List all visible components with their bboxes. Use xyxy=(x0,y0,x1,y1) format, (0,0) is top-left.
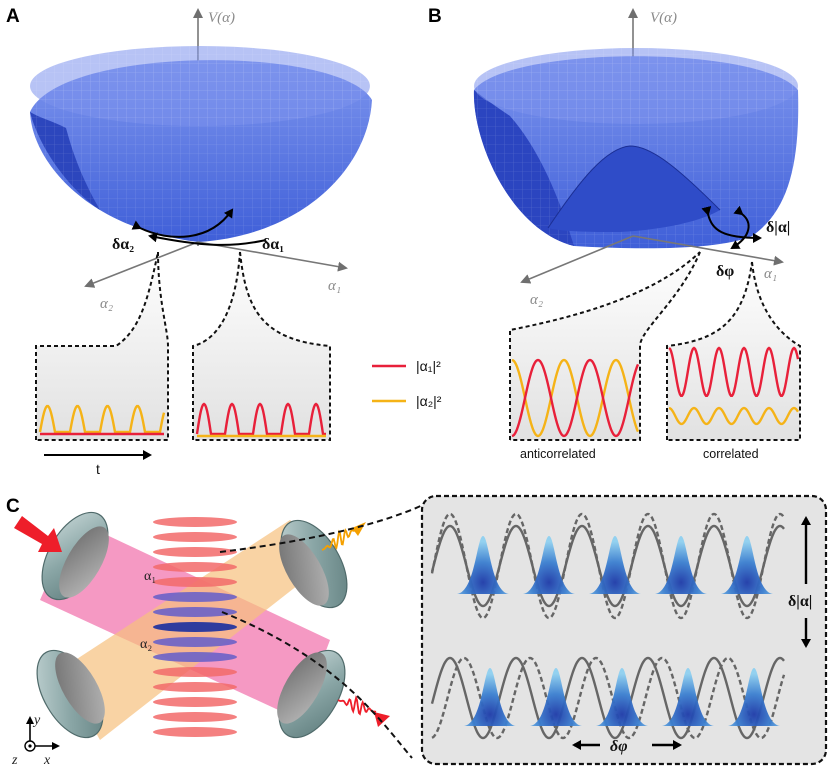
anticorrelated-label: anticorrelated xyxy=(520,447,596,461)
panel-a-letter: A xyxy=(6,6,20,27)
mirror-bottom-left xyxy=(36,649,105,739)
lattice-site xyxy=(153,592,237,602)
delta-amp-arrow xyxy=(730,205,750,250)
potential-curve-dashed xyxy=(430,512,786,620)
potential-mexican-hat xyxy=(473,48,799,249)
legend-label-alpha1: |α₁|² xyxy=(416,358,441,374)
panel-b: B V(α) α₂ α₁ δ|α| δφ anticorrelate xyxy=(428,6,801,461)
axis-y-label: y xyxy=(32,713,41,728)
legend-label-alpha2: |α₂|² xyxy=(416,393,442,409)
delta-alpha2-label: δα₂ xyxy=(112,236,134,253)
v-axis-label-b: V(α) xyxy=(650,10,677,26)
zoom-box-a-left xyxy=(35,251,169,441)
alpha2-label-b: α₂ xyxy=(530,292,543,308)
lattice-site xyxy=(153,712,237,722)
alpha1-label-a: α₁ xyxy=(328,278,341,294)
coordinate-axes: y x z xyxy=(11,713,60,768)
mirror-top-left xyxy=(41,511,109,601)
lattice-site xyxy=(153,547,237,557)
lattice-site xyxy=(153,727,237,737)
alpha2-axis-b xyxy=(520,235,634,284)
panel-a: A V(α) α₂ α₁ δα₂ δα₁ xyxy=(6,6,372,477)
time-label: t xyxy=(96,461,100,477)
lattice-inset: δ|α| δφ xyxy=(420,494,828,766)
lattice-site xyxy=(153,517,237,527)
series-alpha1-correlated xyxy=(668,346,800,397)
atom-wavepacket xyxy=(596,668,648,726)
alpha2-label-a: α₂ xyxy=(100,296,113,312)
atom-wavepacket xyxy=(721,536,773,594)
atom-wavepacket xyxy=(464,668,516,726)
atom-wavepacket xyxy=(728,668,780,726)
correlated-label: correlated xyxy=(703,447,759,461)
zoom-box-b-right xyxy=(666,261,801,441)
atom-wavepacket xyxy=(589,536,641,594)
inset-amplitude-row xyxy=(430,512,786,620)
delta-amp-label-b: δ|α| xyxy=(766,219,790,236)
series-alpha2-wave-a xyxy=(38,404,166,434)
lattice-site xyxy=(153,562,237,572)
delta-alpha1-label: δα₁ xyxy=(262,236,284,253)
panel-b-letter: B xyxy=(428,6,442,27)
alpha2-axis-a xyxy=(84,241,199,288)
lattice-site xyxy=(153,667,237,677)
alpha1-label-b: α₁ xyxy=(764,266,777,282)
atom-wavepacket xyxy=(655,536,707,594)
potential-curve-solid xyxy=(430,656,785,740)
atom-wavepacket xyxy=(530,668,582,726)
inset-delta-phi-label: δφ xyxy=(610,738,628,755)
inset-delta-amp-label: δ|α| xyxy=(788,593,812,610)
v-axis-label: V(α) xyxy=(208,10,235,26)
panel-c: C α₁ α₂ xyxy=(6,494,828,768)
lattice-site xyxy=(153,637,237,647)
lattice-site xyxy=(153,622,237,632)
atom-wavepacket xyxy=(457,536,509,594)
delta-alpha-arrow-2 xyxy=(148,232,267,246)
pump-arrow xyxy=(14,516,62,552)
potential-bowl-a xyxy=(30,46,372,242)
lattice-site xyxy=(153,532,237,542)
potential-curve-solid xyxy=(430,524,785,608)
optical-lattice xyxy=(153,517,237,737)
series-alpha1-wave-a xyxy=(195,402,326,436)
series-alpha1-anticorrelated xyxy=(511,358,640,438)
legend: |α₁|² |α₂|² xyxy=(372,358,442,409)
atom-wavepacket xyxy=(523,536,575,594)
axis-x-label: x xyxy=(43,753,51,768)
panel-c-letter: C xyxy=(6,496,20,517)
series-alpha2-correlated xyxy=(668,406,799,426)
series-alpha2-anticorrelated xyxy=(511,358,640,438)
cavity2-label: α₂ xyxy=(140,637,152,652)
atom-wavepacket xyxy=(662,668,714,726)
lattice-site xyxy=(153,652,237,662)
delta-alpha-arrow-1 xyxy=(131,208,234,238)
lattice-site xyxy=(153,697,237,707)
delta-phi-arrow xyxy=(701,205,762,243)
alpha1-axis-a xyxy=(197,241,348,272)
alpha1-axis-b xyxy=(632,235,784,266)
cavity1-label: α₁ xyxy=(144,569,156,584)
delta-phi-label-b: δφ xyxy=(716,263,734,280)
zoom-box-a-right xyxy=(192,251,331,441)
lattice-site xyxy=(153,607,237,617)
zoom-box-b-left xyxy=(509,251,701,441)
photon-red xyxy=(337,695,390,727)
mirror-top-right xyxy=(279,519,348,609)
inset-phase-row xyxy=(430,656,786,740)
potential-curve-dashed xyxy=(431,656,786,740)
lattice-site xyxy=(153,577,237,587)
axis-z-label: z xyxy=(11,753,18,768)
lattice-site xyxy=(153,682,237,692)
